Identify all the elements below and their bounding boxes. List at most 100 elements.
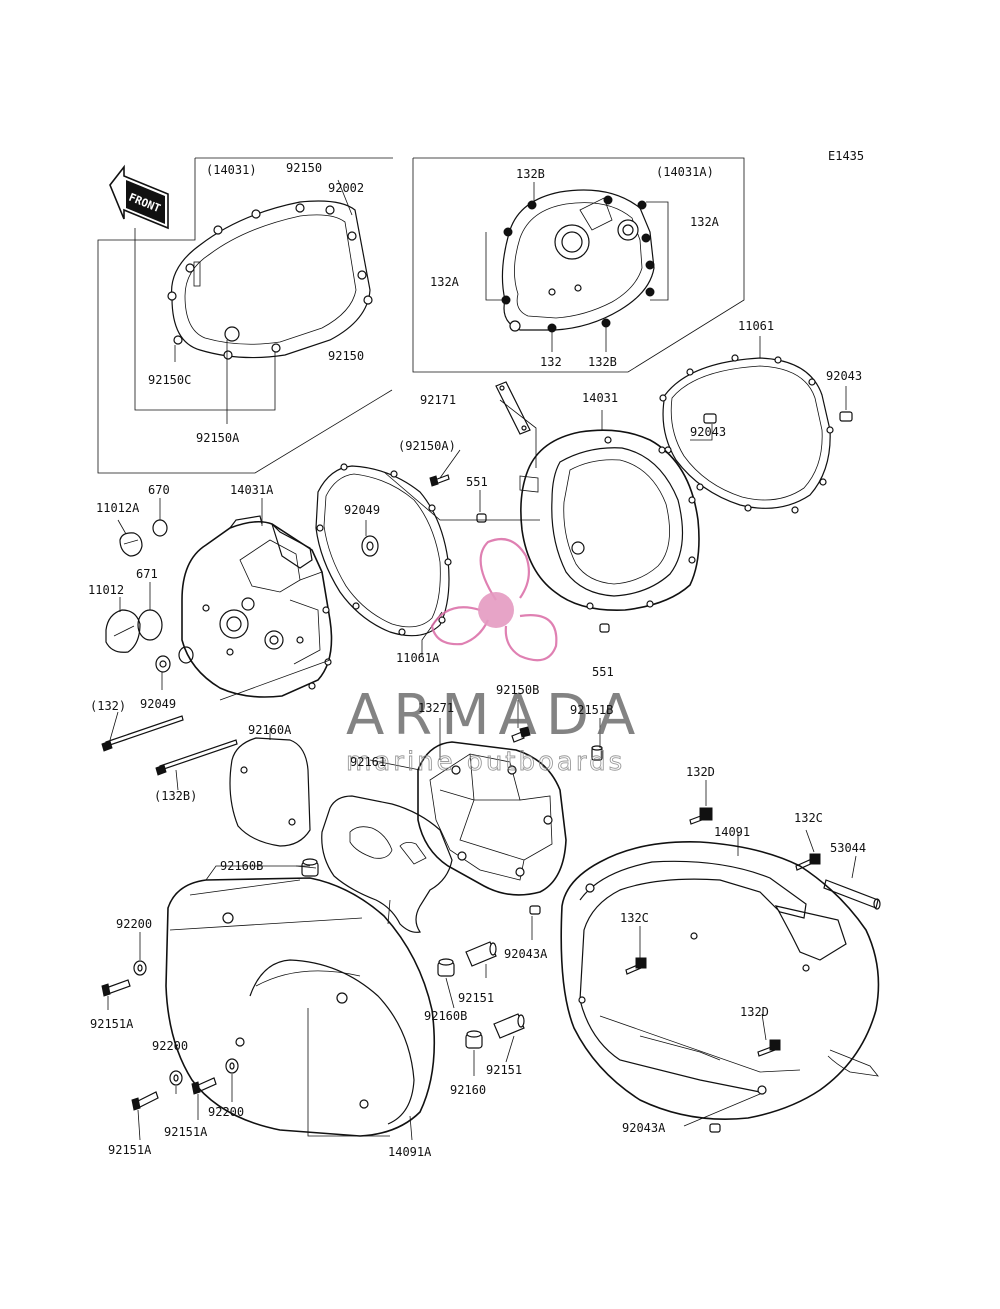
collar-92151-lower bbox=[493, 1013, 525, 1039]
oil-seal-92049-lower bbox=[155, 646, 194, 673]
outer-cover-14091a bbox=[165, 865, 436, 1137]
part-label: 14091 bbox=[714, 825, 750, 839]
part-label: 132D bbox=[740, 1005, 769, 1019]
dowel-pin-551 bbox=[476, 513, 610, 633]
watermark-brand: ARMADA bbox=[346, 683, 644, 748]
part-labels: (14031) 92150 92002 92150 92150C 92150A … bbox=[88, 161, 866, 1159]
gasket-11061a bbox=[315, 463, 452, 637]
bolt-132c-lower bbox=[625, 957, 647, 975]
part-label: 92043A bbox=[504, 947, 548, 961]
inner-cover-14031a bbox=[181, 515, 333, 698]
part-label: 53044 bbox=[830, 841, 866, 855]
dowel-92043a bbox=[529, 905, 721, 1133]
part-label: 551 bbox=[592, 665, 614, 679]
part-label: 13271 bbox=[418, 701, 454, 715]
part-label: 92200 bbox=[208, 1105, 244, 1119]
pin-53044 bbox=[823, 879, 881, 910]
part-label: 14031 bbox=[582, 391, 618, 405]
part-label: 92150C bbox=[148, 373, 191, 387]
plate-13271 bbox=[417, 741, 567, 896]
bolt-132d-upper bbox=[689, 807, 713, 825]
bolt-132c-upper bbox=[795, 853, 821, 871]
part-label: 132D bbox=[686, 765, 715, 779]
gasket-11061 bbox=[659, 354, 834, 514]
front-arrow-icon: FRONT bbox=[109, 164, 169, 230]
collar-92151-upper bbox=[465, 941, 497, 967]
clutch-cover-14031 bbox=[519, 429, 700, 611]
part-label: 14031A bbox=[230, 483, 274, 497]
part-label: 92151A bbox=[90, 1017, 134, 1031]
part-label: 92150B bbox=[496, 683, 539, 697]
part-label: 11061A bbox=[396, 651, 440, 665]
plate-92171 bbox=[495, 381, 531, 435]
part-label: 92151A bbox=[108, 1143, 152, 1157]
part-label: 670 bbox=[148, 483, 170, 497]
part-label: (14031) bbox=[206, 163, 257, 177]
part-label: 92049 bbox=[140, 697, 176, 711]
part-label: 92151 bbox=[458, 991, 494, 1005]
part-label: 92160B bbox=[424, 1009, 467, 1023]
part-label: 551 bbox=[466, 475, 488, 489]
oil-seal-92049-upper bbox=[361, 535, 379, 557]
part-label: 11061 bbox=[738, 319, 774, 333]
plug-11012a bbox=[119, 532, 143, 557]
dowel-pin-92043 bbox=[703, 411, 853, 424]
part-label: (14031A) bbox=[656, 165, 714, 179]
part-label: 92171 bbox=[420, 393, 456, 407]
o-ring-671 bbox=[137, 609, 163, 641]
gasket-92160a bbox=[229, 737, 311, 847]
part-label: 671 bbox=[136, 567, 158, 581]
part-label: 132C bbox=[620, 911, 649, 925]
part-label: (132) bbox=[90, 699, 126, 713]
bushing-92160b-lower bbox=[437, 958, 455, 977]
diagram-code: E1435 bbox=[828, 149, 864, 163]
bushing-92160 bbox=[465, 1030, 483, 1049]
cover-bolt-detail-right bbox=[501, 189, 655, 333]
part-label: 92150 bbox=[328, 349, 364, 363]
part-label: 132C bbox=[794, 811, 823, 825]
part-label: 11012 bbox=[88, 583, 124, 597]
bolt-92151a bbox=[101, 979, 217, 1111]
part-label: 92043 bbox=[690, 425, 726, 439]
part-label: 92150A bbox=[196, 431, 240, 445]
cap-11012 bbox=[105, 609, 141, 653]
part-label: 132B bbox=[516, 167, 545, 181]
detail-box-14031 bbox=[97, 157, 393, 474]
bolt-132 bbox=[101, 715, 184, 752]
part-label: 132 bbox=[540, 355, 562, 369]
part-label: 92049 bbox=[344, 503, 380, 517]
part-label: 92160A bbox=[248, 723, 292, 737]
part-label: 14091A bbox=[388, 1145, 432, 1159]
part-label: 132A bbox=[690, 215, 720, 229]
bolt-92150b bbox=[511, 726, 531, 743]
cover-gasket-detail-left bbox=[167, 200, 373, 360]
part-label: 92151A bbox=[164, 1125, 208, 1139]
part-label: 92002 bbox=[328, 181, 364, 195]
part-label: 92151 bbox=[486, 1063, 522, 1077]
part-label: 92151B bbox=[570, 703, 613, 717]
part-label: 92161 bbox=[350, 755, 386, 769]
bolt-132d-lower bbox=[757, 1039, 781, 1057]
part-label: 132B bbox=[588, 355, 617, 369]
part-label: 92160B bbox=[220, 859, 263, 873]
gasket-92161 bbox=[321, 795, 453, 933]
part-label: 92150 bbox=[286, 161, 322, 175]
bushing-92160b-upper bbox=[301, 858, 319, 877]
part-label: 92160 bbox=[450, 1083, 486, 1097]
part-label: 92043A bbox=[622, 1121, 666, 1135]
outer-cover-14091 bbox=[560, 841, 880, 1120]
part-label: 92200 bbox=[116, 917, 152, 931]
part-label: (132B) bbox=[154, 789, 197, 803]
part-label: 92200 bbox=[152, 1039, 188, 1053]
propeller-logo-icon bbox=[430, 538, 558, 662]
watermark-tagline: marine outboards bbox=[346, 747, 625, 777]
part-label: 11012A bbox=[96, 501, 140, 515]
watermark: ARMADA marine outboards bbox=[346, 538, 644, 777]
leader-lines bbox=[107, 179, 857, 1141]
part-label: 92043 bbox=[826, 369, 862, 383]
bolt-92150a bbox=[429, 474, 450, 487]
collar-92151b bbox=[591, 745, 603, 761]
bolt-132b bbox=[155, 739, 238, 776]
washer-92200 bbox=[133, 960, 239, 1086]
